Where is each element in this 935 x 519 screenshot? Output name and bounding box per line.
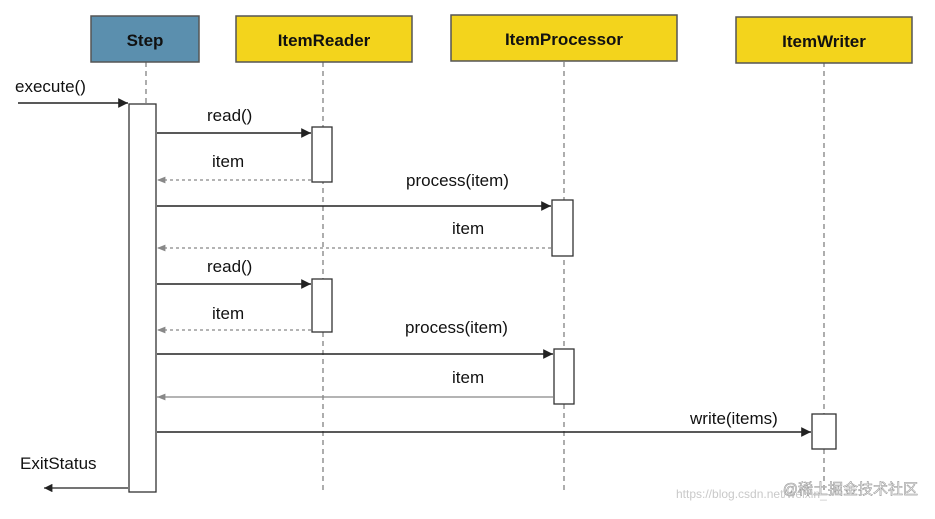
message-write-label: write(items) [689,409,778,428]
participant-box [735,16,913,64]
participant-label: ItemWriter [782,32,866,51]
message-process-1-label: process(item) [406,171,509,190]
message-process-2-label: process(item) [405,318,508,337]
message-execute-label: execute() [15,77,86,96]
activation-processor-1 [551,199,574,257]
participant-itemreader: ItemReader [235,15,413,63]
message-item-4-label: item [452,368,484,387]
activation-reader-1 [311,126,333,183]
participant-box [90,15,200,63]
participant-label: ItemReader [278,31,371,50]
activation-reader-2 [311,278,333,333]
watermark-url: https://blog.csdn.net/weixin_ [676,487,827,501]
activation-processor-2 [553,348,575,405]
message-exit-label: ExitStatus [20,454,97,473]
participant-box [450,14,678,62]
activation-writer [811,413,837,450]
message-item-1-label: item [212,152,244,171]
participant-itemwriter: ItemWriter [735,16,913,64]
participant-step: Step [90,15,200,63]
message-read-1-label: read() [207,106,252,125]
participant-label: Step [127,31,164,50]
participant-box [235,15,413,63]
activation-step [128,103,157,493]
participant-itemprocessor: ItemProcessor [450,14,678,62]
watermark-site: @稀土掘金技术社区 [783,481,918,498]
message-read-2-label: read() [207,257,252,276]
participant-label: ItemProcessor [505,30,623,49]
message-item-2-label: item [452,219,484,238]
message-item-3-label: item [212,304,244,323]
